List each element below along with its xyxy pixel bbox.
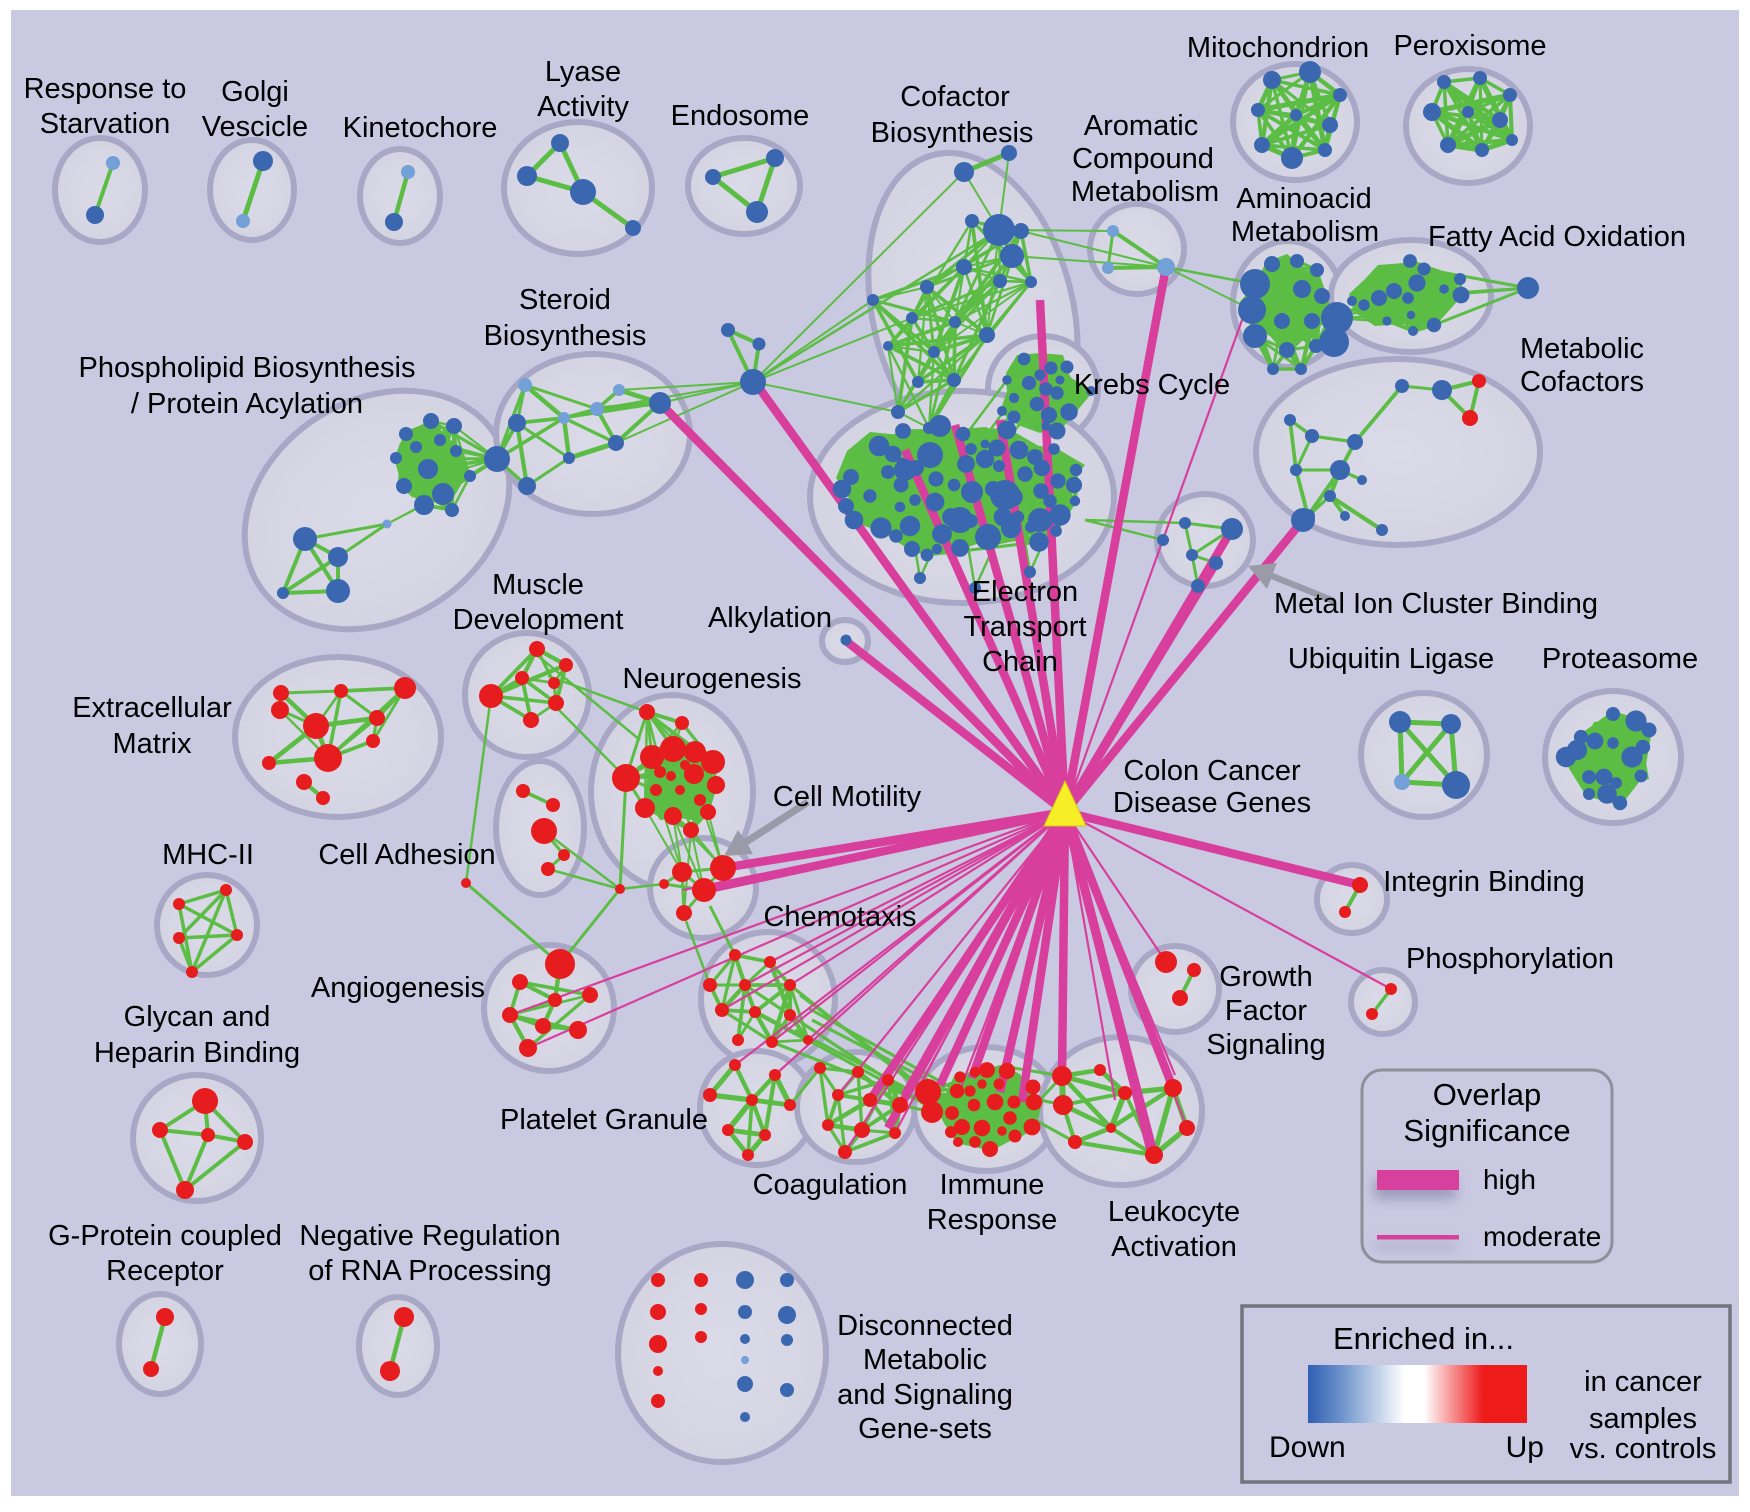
svg-text:Matrix: Matrix <box>113 728 192 760</box>
svg-text:Compound: Compound <box>1072 143 1214 175</box>
svg-text:Enriched in...: Enriched in... <box>1333 1321 1514 1356</box>
svg-text:Chain: Chain <box>982 646 1058 678</box>
svg-text:Biosynthesis: Biosynthesis <box>484 320 647 352</box>
svg-text:Cell Adhesion: Cell Adhesion <box>318 839 495 871</box>
svg-text:Phospholipid Biosynthesis: Phospholipid Biosynthesis <box>79 352 416 384</box>
svg-text:Receptor: Receptor <box>106 1255 224 1287</box>
svg-text:samples: samples <box>1589 1403 1697 1435</box>
svg-text:Endosome: Endosome <box>671 100 810 132</box>
svg-text:Neurogenesis: Neurogenesis <box>623 663 802 695</box>
svg-text:Disease Genes: Disease Genes <box>1113 787 1311 819</box>
svg-text:Phosphorylation: Phosphorylation <box>1406 943 1614 975</box>
svg-text:G-Protein coupled: G-Protein coupled <box>48 1220 282 1252</box>
svg-text:in cancer: in cancer <box>1584 1366 1702 1398</box>
svg-text:Mitochondrion: Mitochondrion <box>1187 32 1369 64</box>
svg-text:Signaling: Signaling <box>1206 1029 1325 1061</box>
svg-text:Overlap: Overlap <box>1433 1077 1542 1112</box>
svg-text:Starvation: Starvation <box>40 108 171 140</box>
svg-text:Cofactor: Cofactor <box>900 81 1010 113</box>
svg-text:Vescicle: Vescicle <box>202 111 308 143</box>
svg-text:MHC-II: MHC-II <box>162 839 254 871</box>
svg-text:Kinetochore: Kinetochore <box>343 112 498 144</box>
svg-text:Activation: Activation <box>1111 1231 1237 1263</box>
svg-text:high: high <box>1483 1164 1536 1195</box>
svg-text:Biosynthesis: Biosynthesis <box>871 117 1034 149</box>
svg-text:Significance: Significance <box>1403 1113 1570 1148</box>
svg-text:Integrin Binding: Integrin Binding <box>1383 866 1585 898</box>
svg-text:Activity: Activity <box>537 91 629 123</box>
svg-text:Gene-sets: Gene-sets <box>858 1413 992 1445</box>
svg-text:Development: Development <box>453 604 624 636</box>
svg-text:Steroid: Steroid <box>519 284 611 316</box>
svg-text:Lyase: Lyase <box>545 56 621 88</box>
svg-text:Up: Up <box>1506 1431 1544 1464</box>
svg-text:Alkylation: Alkylation <box>708 602 832 634</box>
svg-text:Aromatic: Aromatic <box>1084 110 1198 142</box>
svg-text:Fatty Acid Oxidation: Fatty Acid Oxidation <box>1428 221 1686 253</box>
svg-text:Metabolic: Metabolic <box>1520 333 1644 365</box>
svg-text:Aminoacid: Aminoacid <box>1236 183 1371 215</box>
svg-text:Transport: Transport <box>963 611 1086 643</box>
svg-text:Cofactors: Cofactors <box>1520 366 1644 398</box>
svg-text:Cell Motility: Cell Motility <box>773 781 922 813</box>
svg-text:Electron: Electron <box>972 576 1078 608</box>
svg-text:moderate: moderate <box>1483 1221 1601 1252</box>
svg-text:Krebs Cycle: Krebs Cycle <box>1074 369 1230 401</box>
svg-text:Platelet Granule: Platelet Granule <box>500 1104 708 1136</box>
svg-text:Metal Ion Cluster Binding: Metal Ion Cluster Binding <box>1274 588 1598 620</box>
svg-text:Heparin Binding: Heparin Binding <box>94 1037 300 1069</box>
svg-text:Disconnected: Disconnected <box>837 1310 1013 1342</box>
svg-text:Metabolism: Metabolism <box>1231 216 1379 248</box>
svg-text:Coagulation: Coagulation <box>753 1169 908 1201</box>
svg-text:Proteasome: Proteasome <box>1542 643 1698 675</box>
svg-text:Angiogenesis: Angiogenesis <box>311 972 485 1004</box>
svg-text:Peroxisome: Peroxisome <box>1393 30 1546 62</box>
svg-text:Chemotaxis: Chemotaxis <box>763 901 916 933</box>
svg-text:Response to: Response to <box>24 73 187 105</box>
svg-text:Immune: Immune <box>940 1169 1045 1201</box>
svg-text:Leukocyte: Leukocyte <box>1108 1196 1240 1228</box>
svg-text:Factor: Factor <box>1225 995 1308 1027</box>
svg-text:Muscle: Muscle <box>492 569 584 601</box>
svg-text:Response: Response <box>927 1204 1058 1236</box>
svg-text:Glycan and: Glycan and <box>124 1001 271 1033</box>
svg-text:Down: Down <box>1269 1431 1346 1464</box>
svg-text:and Signaling: and Signaling <box>837 1379 1013 1411</box>
svg-text:vs. controls: vs. controls <box>1570 1433 1717 1465</box>
svg-text:Colon Cancer: Colon Cancer <box>1123 755 1301 787</box>
svg-text:/ Protein Acylation: / Protein Acylation <box>131 388 363 420</box>
svg-text:Metabolic: Metabolic <box>863 1344 987 1376</box>
svg-text:Growth: Growth <box>1219 961 1312 993</box>
svg-text:Metabolism: Metabolism <box>1071 176 1219 208</box>
svg-text:of RNA Processing: of RNA Processing <box>308 1255 551 1287</box>
svg-text:Golgi: Golgi <box>221 76 289 108</box>
svg-text:Ubiquitin Ligase: Ubiquitin Ligase <box>1288 643 1494 675</box>
svg-text:Negative Regulation: Negative Regulation <box>299 1220 560 1252</box>
svg-text:Extracellular: Extracellular <box>72 692 232 724</box>
